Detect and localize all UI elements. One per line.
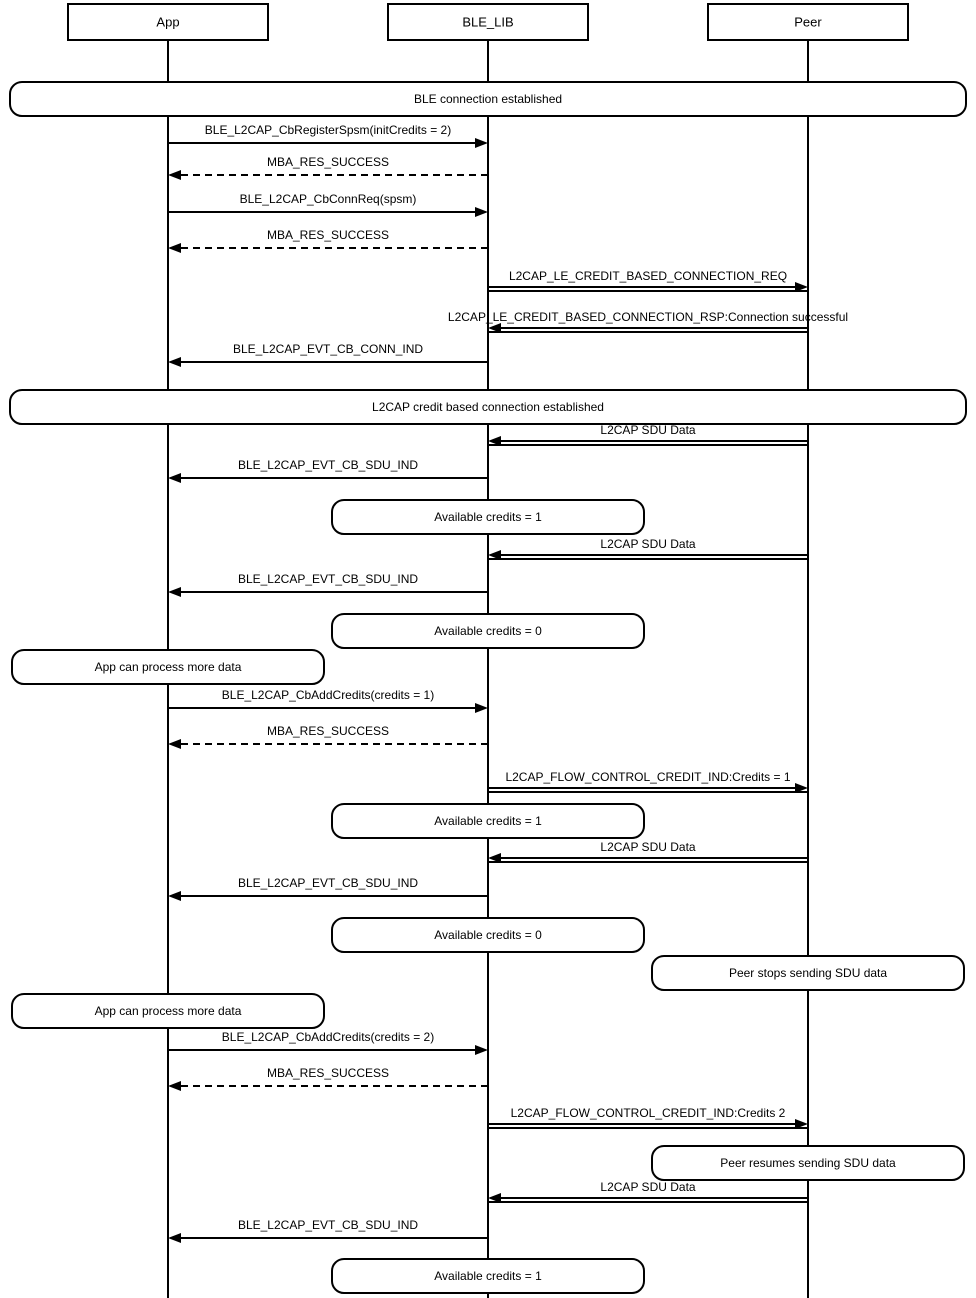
- msg-le-credit-conn-rsp[interactable]: L2CAP_LE_CREDIT_BASED_CONNECTION_RSP:Con…: [448, 310, 848, 333]
- msg-evt-cb-sdu-ind-2[interactable]: BLE_L2CAP_EVT_CB_SDU_IND: [168, 572, 488, 597]
- actor-box-peer[interactable]: [707, 3, 909, 41]
- actor-label-ble_lib: BLE_LIB: [462, 14, 513, 29]
- note-available-credits-1-label: Available credits = 1: [434, 510, 542, 524]
- msg-register-spsm-label: BLE_L2CAP_CbRegisterSpsm(initCredits = 2…: [205, 123, 451, 137]
- actor-heads-layer: App BLE_LIB Peer: [67, 3, 909, 41]
- msg-evt-cb-sdu-ind-4-label: BLE_L2CAP_EVT_CB_SDU_IND: [238, 1218, 418, 1232]
- actor-box-app[interactable]: [67, 3, 269, 41]
- note-app-process-2-label: App can process more data: [95, 1004, 242, 1018]
- notes-layer: Available credits = 1 Available credits =…: [11, 499, 965, 1294]
- ble-connection-established-label: BLE connection established: [414, 92, 562, 106]
- msg-sdu-data-3-label: L2CAP SDU Data: [600, 840, 695, 854]
- note-available-credits-0-a-label: Available credits = 0: [434, 624, 542, 638]
- note-app-process-1-box: [11, 649, 325, 685]
- msg-sdu-data-2[interactable]: L2CAP SDU Data: [488, 537, 808, 560]
- note-available-credits-0-a-box: [331, 613, 645, 649]
- msg-le-credit-conn-req[interactable]: L2CAP_LE_CREDIT_BASED_CONNECTION_REQ: [488, 269, 808, 292]
- msg-res-success-2-label: MBA_RES_SUCCESS: [267, 228, 389, 242]
- msg-sdu-data-2-label: L2CAP SDU Data: [600, 537, 695, 551]
- msg-sdu-data-1-arrowhead: [488, 436, 501, 446]
- actor-box-ble_lib[interactable]: [387, 3, 589, 41]
- note-available-credits-0-b-box: [331, 917, 645, 953]
- msg-res-success-1-arrowhead: [168, 170, 181, 180]
- msg-evt-cb-sdu-ind-4[interactable]: BLE_L2CAP_EVT_CB_SDU_IND: [168, 1218, 488, 1243]
- msg-register-spsm-arrowhead: [475, 138, 488, 148]
- msg-res-success-2-arrowhead: [168, 243, 181, 253]
- note-available-credits-1-c-box: [331, 1258, 645, 1294]
- msg-add-credits-1-label: BLE_L2CAP_CbAddCredits(credits = 1): [222, 688, 434, 702]
- msg-le-credit-conn-req-arrowhead: [795, 282, 808, 292]
- note-available-credits-0-b-label: Available credits = 0: [434, 928, 542, 942]
- msg-register-spsm[interactable]: BLE_L2CAP_CbRegisterSpsm(initCredits = 2…: [168, 123, 488, 148]
- messages-layer: BLE_L2CAP_CbRegisterSpsm(initCredits = 2…: [168, 123, 848, 1243]
- msg-cb-conn-req-arrowhead: [475, 207, 488, 217]
- msg-sdu-data-4-label: L2CAP SDU Data: [600, 1180, 695, 1194]
- msg-evt-cb-sdu-ind-3[interactable]: BLE_L2CAP_EVT_CB_SDU_IND: [168, 876, 488, 901]
- msg-res-success-3-arrowhead: [168, 739, 181, 749]
- note-peer-resumes-box: [651, 1145, 965, 1181]
- note-available-credits-1-b-box: [331, 803, 645, 839]
- note-available-credits-1-box: [331, 499, 645, 535]
- msg-sdu-data-2-arrowhead: [488, 550, 501, 560]
- msg-evt-cb-conn-ind-label: BLE_L2CAP_EVT_CB_CONN_IND: [233, 342, 423, 356]
- msg-res-success-4-label: MBA_RES_SUCCESS: [267, 1066, 389, 1080]
- msg-le-credit-conn-rsp-arrowhead: [488, 323, 501, 333]
- msg-res-success-2[interactable]: MBA_RES_SUCCESS: [168, 228, 488, 253]
- msg-add-credits-1[interactable]: BLE_L2CAP_CbAddCredits(credits = 1): [168, 688, 488, 713]
- msg-evt-cb-conn-ind-arrowhead: [168, 357, 181, 367]
- msg-flow-control-credit-1-arrowhead: [795, 783, 808, 793]
- msg-res-success-3-label: MBA_RES_SUCCESS: [267, 724, 389, 738]
- msg-add-credits-2-label: BLE_L2CAP_CbAddCredits(credits = 2): [222, 1030, 434, 1044]
- msg-evt-cb-conn-ind[interactable]: BLE_L2CAP_EVT_CB_CONN_IND: [168, 342, 488, 367]
- msg-cb-conn-req-label: BLE_L2CAP_CbConnReq(spsm): [240, 192, 417, 206]
- msg-le-credit-conn-req-label: L2CAP_LE_CREDIT_BASED_CONNECTION_REQ: [509, 269, 787, 283]
- msg-flow-control-credit-2[interactable]: L2CAP_FLOW_CONTROL_CREDIT_IND:Credits 2: [488, 1106, 808, 1129]
- msg-add-credits-2[interactable]: BLE_L2CAP_CbAddCredits(credits = 2): [168, 1030, 488, 1055]
- msg-sdu-data-3-arrowhead: [488, 853, 501, 863]
- msg-add-credits-1-arrowhead: [475, 703, 488, 713]
- msg-le-credit-conn-rsp-label: L2CAP_LE_CREDIT_BASED_CONNECTION_RSP:Con…: [448, 310, 848, 324]
- msg-sdu-data-4-arrowhead: [488, 1193, 501, 1203]
- msg-flow-control-credit-1-label: L2CAP_FLOW_CONTROL_CREDIT_IND:Credits = …: [505, 770, 790, 784]
- msg-evt-cb-sdu-ind-1-arrowhead: [168, 473, 181, 483]
- msg-evt-cb-sdu-ind-3-arrowhead: [168, 891, 181, 901]
- actor-label-app: App: [156, 14, 179, 29]
- msg-flow-control-credit-2-arrowhead: [795, 1119, 808, 1129]
- note-peer-stops-box: [651, 955, 965, 991]
- ble-connection-established-box: [9, 81, 967, 117]
- note-app-process-1-label: App can process more data: [95, 660, 242, 674]
- note-peer-resumes-label: Peer resumes sending SDU data: [720, 1156, 896, 1170]
- msg-res-success-4-arrowhead: [168, 1081, 181, 1091]
- msg-flow-control-credit-2-label: L2CAP_FLOW_CONTROL_CREDIT_IND:Credits 2: [511, 1106, 786, 1120]
- msg-sdu-data-1[interactable]: L2CAP SDU Data: [488, 423, 808, 446]
- l2cap-connection-established-label: L2CAP credit based connection establishe…: [372, 400, 604, 414]
- msg-evt-cb-sdu-ind-2-arrowhead: [168, 587, 181, 597]
- msg-sdu-data-3[interactable]: L2CAP SDU Data: [488, 840, 808, 863]
- msg-sdu-data-4[interactable]: L2CAP SDU Data: [488, 1180, 808, 1203]
- msg-res-success-3[interactable]: MBA_RES_SUCCESS: [168, 724, 488, 749]
- msg-add-credits-2-arrowhead: [475, 1045, 488, 1055]
- msg-evt-cb-sdu-ind-2-label: BLE_L2CAP_EVT_CB_SDU_IND: [238, 572, 418, 586]
- msg-cb-conn-req[interactable]: BLE_L2CAP_CbConnReq(spsm): [168, 192, 488, 217]
- msg-evt-cb-sdu-ind-1-label: BLE_L2CAP_EVT_CB_SDU_IND: [238, 458, 418, 472]
- msg-flow-control-credit-1[interactable]: L2CAP_FLOW_CONTROL_CREDIT_IND:Credits = …: [488, 770, 808, 793]
- msg-res-success-1-label: MBA_RES_SUCCESS: [267, 155, 389, 169]
- note-app-process-2-box: [11, 993, 325, 1029]
- l2cap-connection-established-box: [9, 389, 967, 425]
- msg-res-success-4[interactable]: MBA_RES_SUCCESS: [168, 1066, 488, 1091]
- msg-evt-cb-sdu-ind-1[interactable]: BLE_L2CAP_EVT_CB_SDU_IND: [168, 458, 488, 483]
- msg-res-success-1[interactable]: MBA_RES_SUCCESS: [168, 155, 488, 180]
- msg-evt-cb-sdu-ind-3-label: BLE_L2CAP_EVT_CB_SDU_IND: [238, 876, 418, 890]
- note-available-credits-1-b-label: Available credits = 1: [434, 814, 542, 828]
- note-available-credits-1-c-label: Available credits = 1: [434, 1269, 542, 1283]
- msg-sdu-data-1-label: L2CAP SDU Data: [600, 423, 695, 437]
- msg-evt-cb-sdu-ind-4-arrowhead: [168, 1233, 181, 1243]
- actor-label-peer: Peer: [794, 14, 822, 29]
- note-peer-stops-label: Peer stops sending SDU data: [729, 966, 887, 980]
